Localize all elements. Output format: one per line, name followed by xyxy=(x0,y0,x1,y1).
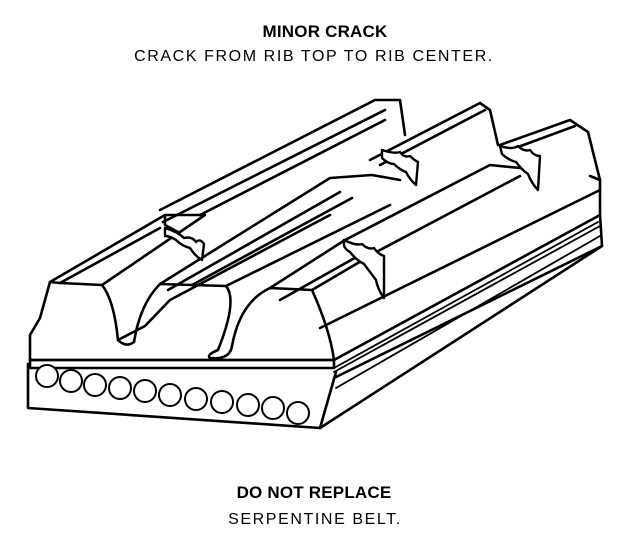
minor-crack-description: CRACK FROM RIB TOP TO RIB CENTER. xyxy=(134,48,494,65)
crack-middle-rib xyxy=(380,148,420,187)
crack-right-rib-front xyxy=(342,238,386,300)
belt-cords xyxy=(35,364,310,425)
belt-body xyxy=(26,174,604,430)
do-not-replace-title: DO NOT REPLACE xyxy=(236,483,392,502)
serpentine-belt-label: SERPENTINE BELT. xyxy=(228,511,402,528)
crack-right-rib-top xyxy=(498,144,542,192)
rib-left xyxy=(48,98,407,342)
rib-right xyxy=(268,118,602,330)
rib-cracks xyxy=(163,144,542,300)
crack-left-rib xyxy=(163,226,206,262)
minor-crack-title: MINOR CRACK xyxy=(262,22,388,41)
